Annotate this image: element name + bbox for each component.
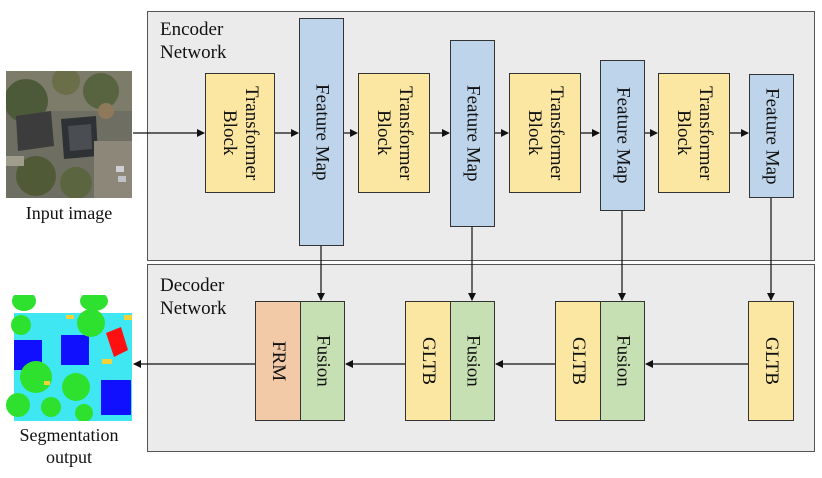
- feature-map-2-label: Feature Map: [462, 85, 484, 182]
- segmentation-output-image: [6, 295, 132, 421]
- fusion-block-2-label: Fusion: [462, 335, 484, 387]
- feature-map-4-label: Feature Map: [761, 87, 783, 185]
- feature-map-4: Feature Map: [749, 74, 794, 198]
- transformer-block-4: Transformer Block: [658, 73, 730, 193]
- fusion-block-1-label: Fusion: [312, 335, 334, 387]
- feature-map-3: Feature Map: [600, 60, 645, 211]
- transformer-block-2: Transformer Block: [358, 73, 430, 193]
- fusion-block-2: Fusion: [450, 301, 495, 421]
- feature-map-1-label: Feature Map: [311, 83, 333, 181]
- transformer-block-1: Transformer Block: [205, 73, 275, 193]
- fusion-block-3-label: Fusion: [612, 335, 634, 387]
- transformer-block-3-label: Transformer Block: [524, 85, 567, 181]
- segmentation-output-caption: Segmentation output: [19, 425, 119, 467]
- feature-map-2: Feature Map: [450, 40, 495, 227]
- gltb-block-1: GLTB: [405, 301, 451, 421]
- fusion-block-3: Fusion: [600, 301, 645, 421]
- feature-map-3-label: Feature Map: [612, 87, 634, 184]
- input-image-caption: Input image: [25, 203, 113, 223]
- transformer-block-4-label: Transformer Block: [673, 85, 716, 181]
- gltb-block-3: GLTB: [748, 301, 794, 421]
- gltb-block-1-label: GLTB: [418, 337, 439, 385]
- gltb-block-2-label: GLTB: [568, 337, 589, 385]
- decoder-network-title: Decoder Network: [160, 275, 227, 319]
- transformer-block-3: Transformer Block: [509, 73, 581, 193]
- frm-block-label: FRM: [268, 340, 289, 382]
- fusion-block-1: Fusion: [300, 301, 345, 421]
- transformer-block-1-label: Transformer Block: [219, 85, 262, 181]
- feature-map-1: Feature Map: [299, 18, 344, 246]
- transformer-block-2-label: Transformer Block: [373, 85, 416, 181]
- encoder-network-title: Encoder Network: [160, 19, 227, 63]
- frm-block: FRM: [255, 301, 301, 421]
- gltb-block-3-label: GLTB: [761, 337, 782, 385]
- input-image: [6, 71, 132, 198]
